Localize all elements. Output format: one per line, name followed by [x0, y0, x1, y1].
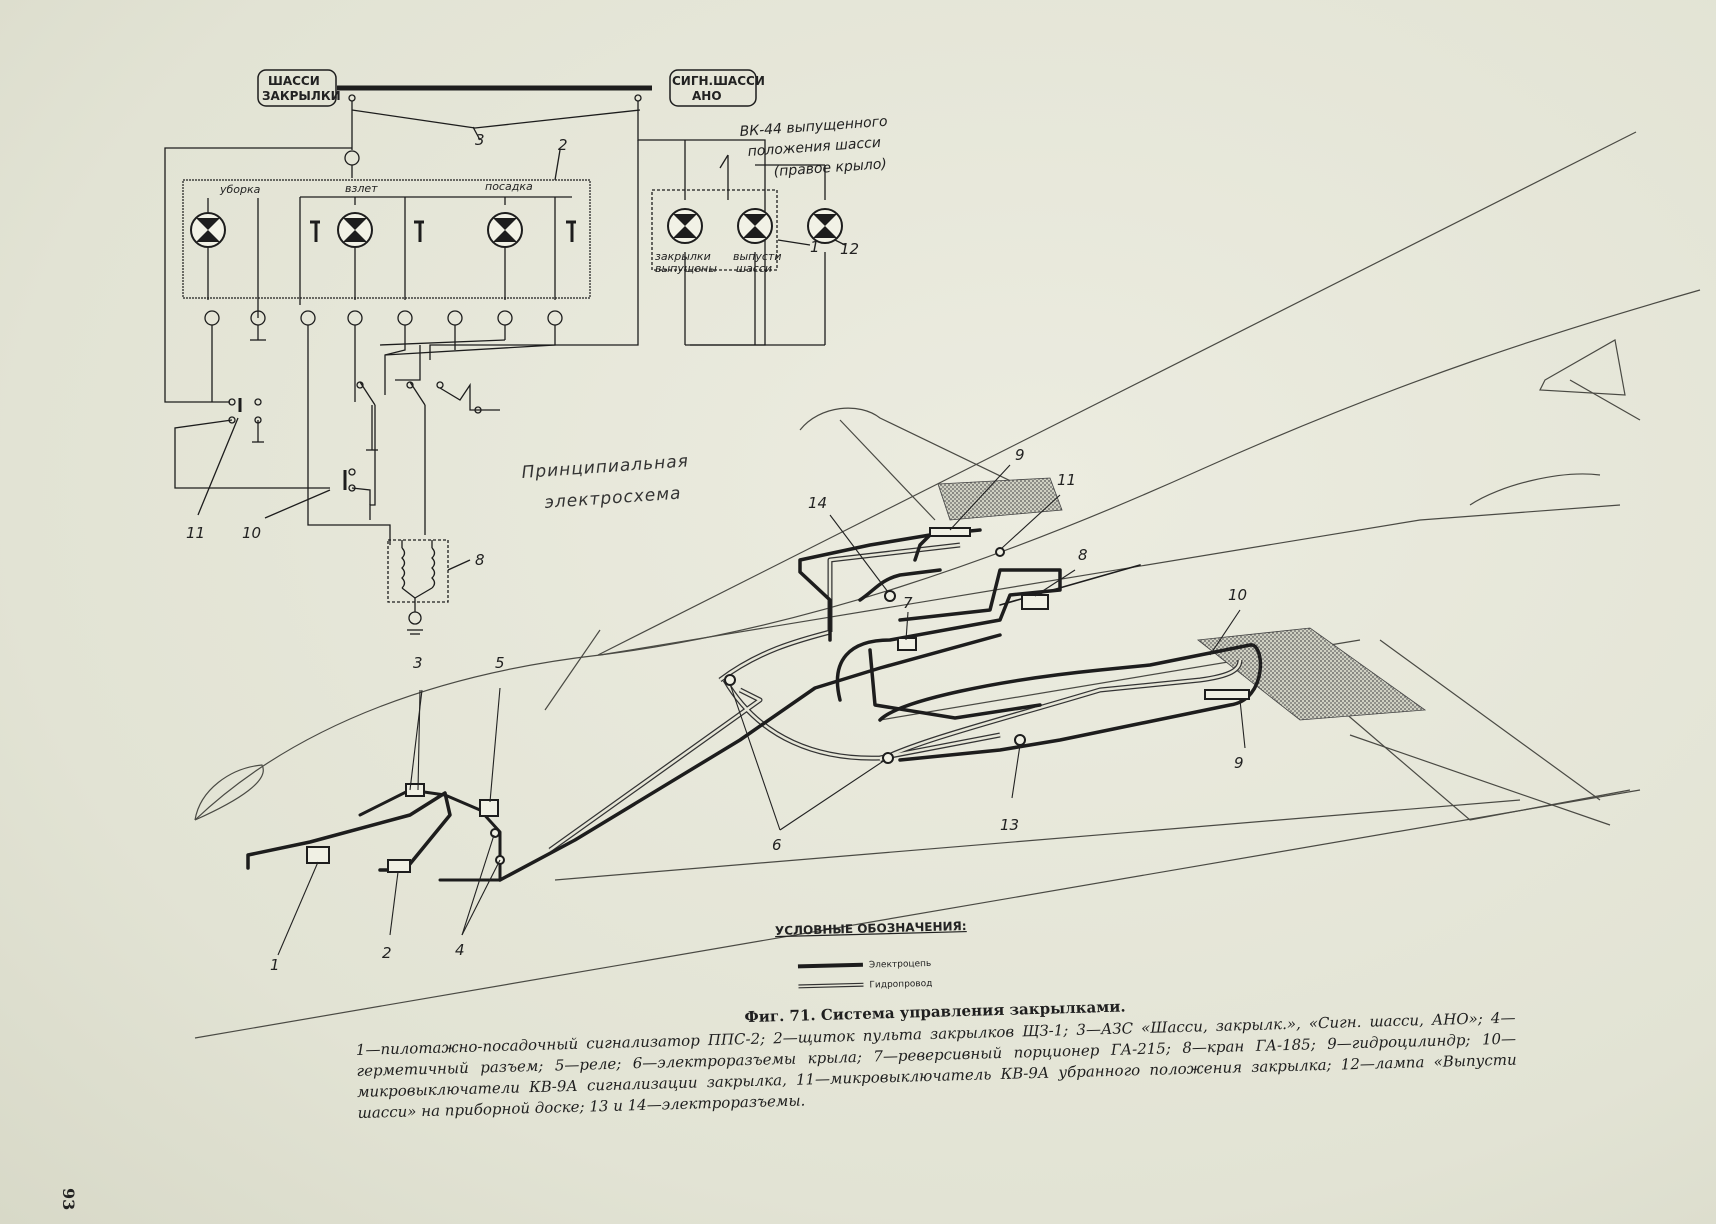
canopy-line: [544, 629, 601, 711]
schematic: [164, 69, 846, 635]
component-3-azs: [405, 783, 425, 797]
harness-branch-14: [858, 568, 942, 602]
harness-loop-3: [868, 648, 1042, 720]
callout-ac-4: 4: [455, 941, 465, 959]
legend-hydraulic: Гидропровод: [869, 979, 932, 991]
fuselage-upper-line: [194, 289, 1701, 821]
page-number: 93: [59, 1188, 78, 1211]
callout-ac-10: 10: [1228, 586, 1247, 604]
callout-ac-9b: 9: [1234, 754, 1244, 772]
lamp-label-gear-line1: выпусти: [733, 250, 781, 263]
schematic-lamps: [190, 208, 843, 248]
lamp-takeoff: [337, 212, 373, 248]
component-9-cyl-upper: [929, 527, 971, 537]
component-8-valve: [1021, 594, 1049, 610]
callout-ac-9a: 9: [1015, 446, 1025, 464]
harness-cockpit: [246, 791, 452, 872]
fin-line-2: [839, 419, 936, 521]
tail-upper: [1469, 473, 1601, 506]
lamp-retract: [190, 212, 226, 248]
panel-label-takeoff: взлет: [345, 182, 378, 195]
component-5-relay: [479, 799, 499, 817]
component-1-pps2: [306, 846, 330, 864]
switch-note-line2: положения шасси: [747, 135, 881, 160]
switch-note-line3: (правое крыло): [773, 156, 887, 180]
wing-trailing-edge: [554, 799, 1521, 881]
callout-ac-1: 1: [270, 956, 280, 974]
fuselage-nose-line: [194, 764, 264, 821]
callout-ac-6: 6: [772, 836, 782, 854]
schematic-title-line2: электросхема: [544, 483, 682, 513]
callout-ac-13: 13: [1000, 816, 1019, 834]
tag-left: [257, 69, 337, 107]
component-9-cyl-lower: [1204, 689, 1250, 700]
tag-left-line1: ШАССИ: [268, 74, 320, 88]
wing-leading-edge: [597, 131, 1637, 656]
legend-title: УСЛОВНЫЕ ОБОЗНАЧЕНИЯ:: [775, 919, 967, 938]
callout-ac-5: 5: [495, 654, 505, 672]
tag-right: [669, 69, 757, 107]
connector-6a: [882, 752, 894, 764]
aircraft-components: [306, 527, 1250, 873]
lamp-gear: [737, 208, 773, 244]
flap-line: [1379, 639, 1601, 801]
legend: УСЛОВНЫЕ ОБОЗНАЧЕНИЯ: Электроцепь Гидроп…: [775, 919, 967, 991]
relay-8: [387, 539, 449, 603]
callout-sch-8: 8: [475, 551, 485, 569]
tag-left-line2: ЗАКРЫЛКИ: [262, 89, 341, 103]
connector-13: [1014, 734, 1026, 746]
tag-right-line1: СИГН.ШАССИ: [672, 74, 765, 88]
panel-label-landing: посадка: [485, 180, 533, 193]
connector-11: [995, 547, 1005, 557]
callout-sch-12: 12: [840, 240, 859, 258]
lamp-flaps-extended: [667, 208, 703, 244]
callout-sch-10: 10: [242, 524, 261, 542]
flap-hatch-lower: [1196, 627, 1427, 721]
component-7-portioner: [897, 637, 917, 651]
hydraulic-lines: [548, 542, 1243, 853]
callout-ac-3: 3: [413, 654, 423, 672]
callout-ac-11: 11: [1057, 471, 1076, 489]
harness-main: [498, 633, 1002, 882]
callout-ac-14: 14: [808, 494, 827, 512]
legend-electrical: Электроцепь: [869, 959, 932, 971]
harness-loop-1: [835, 568, 1062, 702]
tail-tip: [1539, 339, 1626, 396]
harness-loop-2: [878, 643, 1263, 762]
connector-4a: [490, 828, 500, 838]
aircraft-outline: [194, 131, 1701, 1039]
aircraft-leaders: [277, 464, 1246, 956]
fin-outline: [799, 407, 1051, 501]
fuselage-lower-line: [194, 789, 1641, 1039]
schematic-texts: ШАССИ ЗАКРЫЛКИ СИГН.ШАССИ АНО ВК-44 выпу…: [186, 74, 888, 569]
tail-edge: [1569, 379, 1641, 421]
wing-root-line: [599, 504, 1621, 656]
component-2-shz1: [387, 859, 411, 873]
callout-sch-1: 1: [810, 238, 820, 256]
tag-right-line2: АНО: [692, 89, 722, 103]
callout-ac-8: 8: [1078, 546, 1088, 564]
lamp-landing: [487, 212, 523, 248]
flap-hatch-upper: [937, 477, 1063, 521]
callout-ac-2: 2: [382, 944, 392, 962]
panel-label-retract: уборка: [219, 183, 261, 196]
callout-sch-2: 2: [558, 136, 568, 154]
stabilizer-line: [1349, 734, 1611, 826]
lamp-label-flaps-line2: выпущены: [655, 262, 717, 275]
callout-sch-3: 3: [475, 131, 485, 149]
callout-ac-7: 7: [903, 594, 913, 612]
lamp-label-flaps-line1: закрылки: [655, 250, 711, 263]
lamp-block: [651, 189, 778, 271]
connector-14: [884, 590, 896, 602]
panel-shz1: [182, 179, 591, 299]
lamp-label-gear-line2: шасси: [736, 262, 772, 275]
connector-6b: [724, 674, 736, 686]
aircraft-callouts: 1 2 3 4 5 6 7 8 9 9 10 11 13 14: [270, 446, 1247, 974]
callout-sch-11: 11: [186, 524, 205, 542]
schematic-title-line1: Принципиальная: [521, 451, 690, 483]
